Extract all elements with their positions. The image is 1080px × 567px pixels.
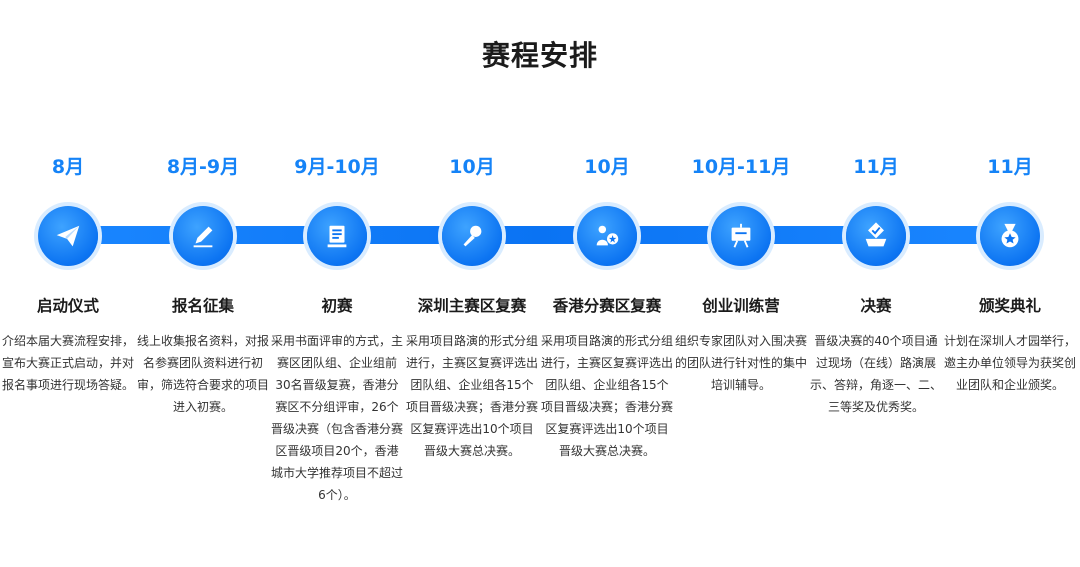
stage-date: 9月-10月 [294, 156, 380, 178]
pencil-icon [173, 206, 233, 266]
stage-name: 决赛 [860, 297, 892, 315]
stage-date: 11月 [853, 156, 899, 178]
stage-name: 启动仪式 [36, 297, 99, 315]
stage-date: 10月-11月 [691, 156, 791, 178]
microphone-icon [442, 206, 502, 266]
document-icon [307, 206, 367, 266]
stage-name: 深圳主赛区复赛 [417, 297, 527, 315]
stage-name: 颁奖典礼 [978, 297, 1041, 315]
stage-description: 采用项目路演的形式分组进行，主赛区复赛评选出团队组、企业组各15个项目晋级决赛；… [405, 334, 538, 458]
stage-date: 8月-9月 [166, 156, 240, 178]
stage-date: 11月 [987, 156, 1033, 178]
stage-description: 计划在深圳人才园举行，邀主办单位领导为获奖创业团队和企业颁奖。 [943, 334, 1076, 392]
easel-board-icon [711, 206, 771, 266]
stage-name: 初赛 [321, 297, 353, 315]
stage-description: 采用项目路演的形式分组进行，主赛区复赛评选出团队组、企业组各15个项目晋级决赛；… [540, 334, 673, 458]
stage-description: 采用书面评审的方式，主赛区团队组、企业组前30名晋级复赛，香港分赛区不分组评审，… [270, 334, 403, 502]
stage-date: 10月 [449, 156, 495, 178]
stage-description: 晋级决赛的40个项目通过现场（在线）路演展示、答辩，角逐一、二、三等奖及优秀奖。 [809, 334, 942, 414]
stage-name: 报名征集 [171, 297, 234, 315]
stage-name: 创业训练营 [702, 297, 780, 315]
vote-box-icon [846, 206, 906, 266]
stage-description: 介绍本届大赛流程安排，宣布大赛正式启动，并对报名事项进行现场答疑。 [1, 334, 134, 392]
stage-name: 香港分赛区复赛 [552, 297, 662, 315]
stage-date: 8月 [51, 156, 85, 178]
stage-description: 线上收集报名资料，对报名参赛团队资料进行初审，筛选符合要求的项目进入初赛。 [136, 334, 269, 414]
timeline-bar [68, 226, 1012, 244]
medal-icon [980, 206, 1040, 266]
stage-date: 10月 [584, 156, 630, 178]
presenter-icon [577, 206, 637, 266]
stage-description: 组织专家团队对入围决赛的团队进行针对性的集中培训辅导。 [674, 334, 807, 392]
paper-plane-icon [38, 206, 98, 266]
page-title: 赛程安排 [481, 39, 598, 72]
